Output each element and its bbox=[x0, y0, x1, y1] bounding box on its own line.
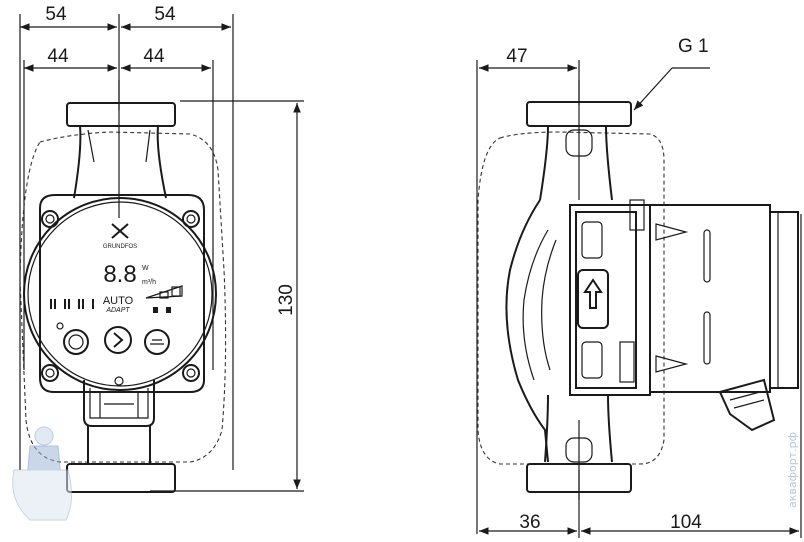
mode-auto-label: AUTO bbox=[103, 295, 134, 307]
pressure-curve-icon bbox=[145, 285, 183, 313]
dim-47: 47 bbox=[506, 46, 527, 67]
dim-54-right: 54 bbox=[154, 4, 176, 25]
unit-power-label: W bbox=[142, 265, 149, 272]
level-bars-icon bbox=[50, 299, 94, 309]
moon-icon bbox=[68, 334, 84, 350]
mode-adapt-label: ADAPT bbox=[105, 307, 130, 314]
flow-button[interactable] bbox=[144, 329, 170, 355]
dim-104: 104 bbox=[670, 512, 702, 533]
segment-display: 8.8 bbox=[103, 261, 136, 288]
grundfos-logo-icon bbox=[111, 223, 129, 239]
plumber-mascot-icon bbox=[12, 426, 72, 521]
dim-44-left: 44 bbox=[47, 46, 69, 67]
dim-36: 36 bbox=[519, 512, 540, 533]
dim-130: 130 bbox=[276, 284, 297, 316]
select-mode-button[interactable] bbox=[104, 326, 132, 354]
cable-connector-icon bbox=[718, 378, 776, 432]
front-view: 54 54 44 44 130 GRUNDFOS bbox=[19, 4, 304, 493]
arrow-up-icon bbox=[583, 278, 603, 309]
status-led-icon bbox=[56, 322, 64, 330]
side-view: 47 G 1 36 104 bbox=[476, 36, 802, 538]
night-mode-button[interactable] bbox=[63, 329, 89, 355]
unit-flow-label: m³/h bbox=[142, 279, 156, 286]
flow-icon bbox=[150, 339, 164, 345]
chevron-right-icon bbox=[113, 332, 124, 348]
watermark-text: аквафорт.рф bbox=[786, 432, 799, 508]
thread-label: G 1 bbox=[678, 36, 709, 57]
dim-44-right: 44 bbox=[143, 46, 165, 67]
brand-text: GRUNDFOS bbox=[103, 244, 137, 250]
dim-54-left: 54 bbox=[45, 4, 67, 25]
